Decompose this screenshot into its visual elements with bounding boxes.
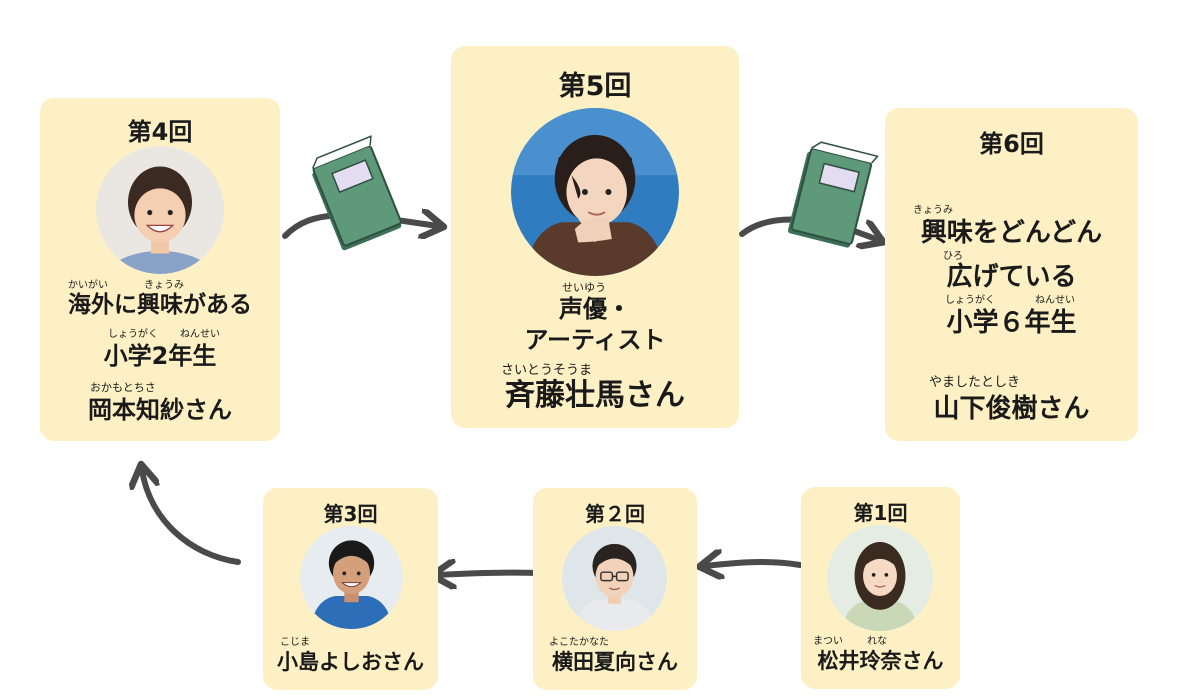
arrow-3-to-4 — [142, 470, 241, 565]
ruby: きょうみ — [144, 280, 184, 291]
card-round-4: 第4回 かいがい きょうみ 海外に興味がある しょうがく ねんせい 小学2年生 … — [40, 98, 280, 441]
card-round-1: 第1回 まつい れな 松井玲奈さん — [801, 487, 960, 689]
round-label: 第6回 — [979, 130, 1044, 158]
avatar-matsui — [827, 525, 933, 631]
card-round-3: 第3回 こじま 小島よしおさん — [263, 488, 438, 690]
round-label: 第1回 — [853, 501, 908, 525]
person-name: 斉藤壮馬さん — [505, 378, 685, 413]
ruby: まつい — [813, 636, 843, 647]
book-icon — [787, 141, 879, 248]
tagline-text: 海外に興味がある — [68, 292, 252, 318]
ruby: おかもとちさ — [90, 381, 156, 394]
person-name: 小島よしおさん — [277, 650, 424, 674]
person-name: 山下俊樹さん — [933, 394, 1090, 424]
ruby: ねんせい — [1035, 295, 1075, 306]
avatar-okamoto — [96, 146, 224, 274]
avatar-saito — [511, 108, 679, 276]
ruby: かいがい — [68, 280, 108, 291]
grade-text: 小学６年生 — [946, 308, 1077, 338]
arrow-1-to-2 — [705, 562, 803, 566]
book-icon — [312, 135, 402, 251]
ruby: しょうがく — [945, 295, 995, 306]
ruby: やましたとしき — [929, 375, 1021, 390]
card-round-6: 第6回 きょうみ 興味をどんどん ひろ 広げている しょうがく ねんせい 小学６… — [885, 108, 1138, 441]
ruby: さいとうそうま — [501, 363, 593, 378]
description-text: 興味をどんどん — [920, 218, 1103, 248]
ruby: ひろ — [943, 251, 963, 262]
person-name: 松井玲奈さん — [817, 649, 944, 673]
round-label: 第5回 — [558, 71, 632, 102]
arrow-2-to-3 — [438, 573, 541, 575]
ruby: きょうみ — [913, 205, 953, 216]
role-text: 声優・ — [559, 295, 631, 323]
ruby: よこたかなた — [549, 637, 609, 648]
ruby: こじま — [280, 637, 310, 648]
round-label: 第3回 — [323, 502, 378, 526]
ruby: せいゆう — [562, 281, 606, 294]
person-name: 横田夏向さん — [552, 650, 678, 674]
round-label: 第4回 — [127, 118, 193, 146]
ruby: ねんせい — [180, 329, 220, 340]
avatar-kojima — [300, 526, 403, 629]
card-round-5: 第5回 せいゆう 声優・ アーティスト さいとうそうま 斉藤壮馬さん — [451, 46, 739, 428]
round-label: 第２回 — [585, 502, 645, 526]
role-text: アーティスト — [524, 326, 666, 354]
card-round-2: 第２回 よこたかなた 横田夏向さん — [533, 488, 697, 690]
ruby: れな — [867, 636, 887, 647]
person-name: 岡本知紗さん — [88, 396, 232, 424]
avatar-yokota — [562, 526, 667, 631]
grade-text: 小学2年生 — [103, 342, 217, 370]
ruby: しょうがく — [108, 329, 158, 340]
description-text: 広げている — [946, 262, 1077, 292]
